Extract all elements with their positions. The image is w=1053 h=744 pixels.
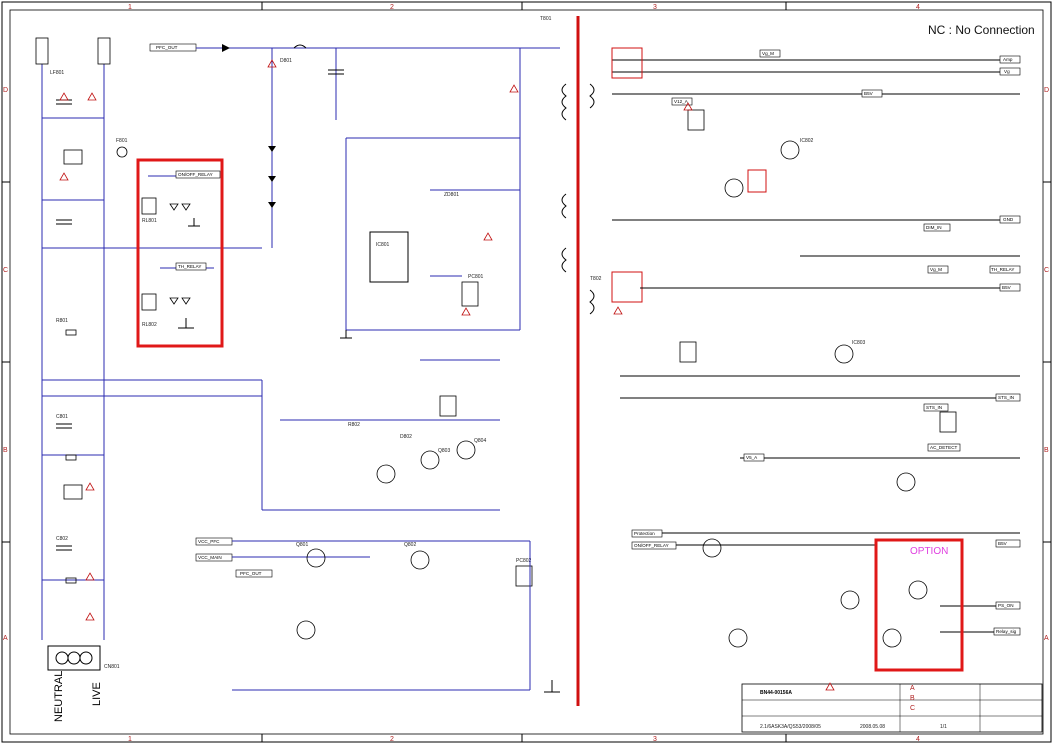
ac-input-connector: NEUTRAL LIVE CN801 — [47, 645, 120, 722]
net-th-relay: TH_RELAY — [178, 264, 201, 269]
label-ic802: IC802 — [800, 138, 814, 144]
label-t802: T802 — [590, 276, 602, 282]
secondary-control: DIM_IN Vg_M TH_RELAY B5V STS_IN STS_IN A… — [620, 223, 1021, 492]
ground-symbol — [544, 680, 560, 693]
col-label: 3 — [653, 736, 657, 743]
label-d802: D802 — [400, 434, 412, 440]
label-q801: Q801 — [296, 542, 308, 548]
net-sts-in-2: STS_IN — [926, 405, 942, 410]
label-cn801: CN801 — [104, 664, 120, 670]
net-sts-in: STS_IN — [998, 395, 1014, 400]
main-transformer: T801 T802 — [540, 16, 602, 315]
net-ps-on: PS_ON — [998, 603, 1014, 608]
net-vg-m-top: Vg_M — [762, 51, 774, 56]
label-c802: C802 — [56, 536, 68, 542]
net-vcc-pfc: VCC_PFC — [198, 539, 220, 544]
relay-block: ON/OFF_RELAY TH_RELAY RL801 RL802 — [141, 170, 221, 329]
row-label: A — [1044, 635, 1049, 642]
option-label: OPTION — [910, 546, 948, 557]
net-on-off-relay-2: ON/OFF_RELAY — [634, 543, 669, 548]
net-amp: Amp — [1003, 57, 1013, 62]
rev-a: A — [910, 685, 915, 692]
col-label: 2 — [390, 4, 394, 11]
net-b5vst: B5V — [1002, 285, 1012, 290]
row-label: D — [1044, 87, 1049, 94]
option-highlight-box — [874, 538, 964, 672]
neutral-label: NEUTRAL — [53, 671, 65, 722]
pfc-section: PFC_OUT D801 — [149, 43, 560, 248]
date-text: 2008.05.08 — [860, 724, 885, 730]
label-d801: D801 — [280, 58, 292, 64]
secondary-outputs: Amp Vg GND B5V Vg_M V12_A IC802 — [611, 47, 1021, 303]
label-rl802: RL802 — [142, 322, 157, 328]
col-label: 4 — [916, 4, 920, 11]
net-relay-sig: Relay_sig — [996, 629, 1017, 634]
rev-b: B — [910, 695, 915, 702]
label-pc801: PC801 — [468, 274, 484, 280]
doc-number: 2.1/6ASK3A/QS53/2008/05 — [760, 724, 821, 730]
row-label: D — [3, 87, 8, 94]
relay-highlight-box — [136, 158, 224, 348]
primary-controller: IC801 PC801 ZD801 — [340, 48, 521, 339]
col-label: 4 — [916, 736, 920, 743]
net-protection: Protection — [634, 531, 655, 536]
protection-section: Q803 Q804 D802 R802 — [261, 359, 500, 511]
net-v5-a: V5_A — [746, 455, 758, 460]
title-text: BN44-00156A — [760, 690, 792, 696]
label-r801: R801 — [56, 318, 68, 324]
net-on-off-relay: ON/OFF_RELAY — [178, 172, 213, 177]
title-block: BN44-00156A 2.1/6ASK3A/QS53/2008/05 2008… — [741, 683, 1043, 733]
label-t801: T801 — [540, 16, 552, 22]
sheet-text: 1/1 — [940, 724, 947, 730]
label-rl801: RL801 — [142, 218, 157, 224]
net-vcc-main: VCC_MAIN — [198, 555, 222, 560]
row-label: C — [1044, 267, 1049, 274]
label-f801: F801 — [116, 138, 128, 144]
row-label: C — [3, 267, 8, 274]
net-vg: Vg — [1004, 69, 1010, 74]
vcc-section: VCC_PFC VCC_MAIN PFC_OUT Q801 Q802 PC802 — [195, 537, 533, 691]
label-zd801: ZD801 — [444, 192, 459, 198]
label-pc802: PC802 — [516, 558, 532, 564]
net-pfc-out: PFC_OUT — [156, 45, 178, 50]
nc-notice: NC : No Connection — [928, 23, 1035, 37]
row-label: B — [3, 447, 8, 454]
row-label: B — [1044, 447, 1049, 454]
input-filter-section: LF801 F801 R801 C801 C802 — [35, 37, 262, 640]
label-q802: Q802 — [404, 542, 416, 548]
col-label: 1 — [128, 4, 132, 11]
grid-rows: D C B A D C B A — [2, 87, 1051, 642]
warning-icons — [59, 59, 835, 691]
label-lf801: LF801 — [50, 70, 64, 76]
net-vg-m: Vg_M — [930, 267, 942, 272]
row-label: A — [3, 635, 8, 642]
label-ic803: IC803 — [852, 340, 866, 346]
net-th-relay-out: TH_RELAY — [991, 267, 1014, 272]
col-label: 2 — [390, 736, 394, 743]
grid-columns: 1 2 3 4 1 2 3 4 — [128, 2, 920, 743]
live-label: LIVE — [91, 682, 103, 706]
net-ac-detect: AC_DETECT — [930, 445, 958, 450]
net-dim-in: DIM_IN — [926, 225, 942, 230]
label-q803: Q803 — [438, 448, 450, 454]
label-c801: C801 — [56, 414, 68, 420]
net-gnd: GND — [1003, 217, 1014, 222]
net-b5v-2: B5V — [998, 541, 1008, 546]
net-b5v: B5V — [864, 91, 874, 96]
rev-c: C — [910, 705, 915, 712]
secondary-bottom: Protection ON/OFF_RELAY B5V PS_ON Relay_… — [631, 529, 1021, 648]
label-r802: R802 — [348, 422, 360, 428]
net-pfc-out-2: PFC_OUT — [240, 571, 262, 576]
col-label: 3 — [653, 4, 657, 11]
col-label: 1 — [128, 736, 132, 743]
net-v12-a: V12_A — [674, 99, 689, 104]
label-q804: Q804 — [474, 438, 486, 444]
label-ic801: IC801 — [376, 242, 390, 248]
